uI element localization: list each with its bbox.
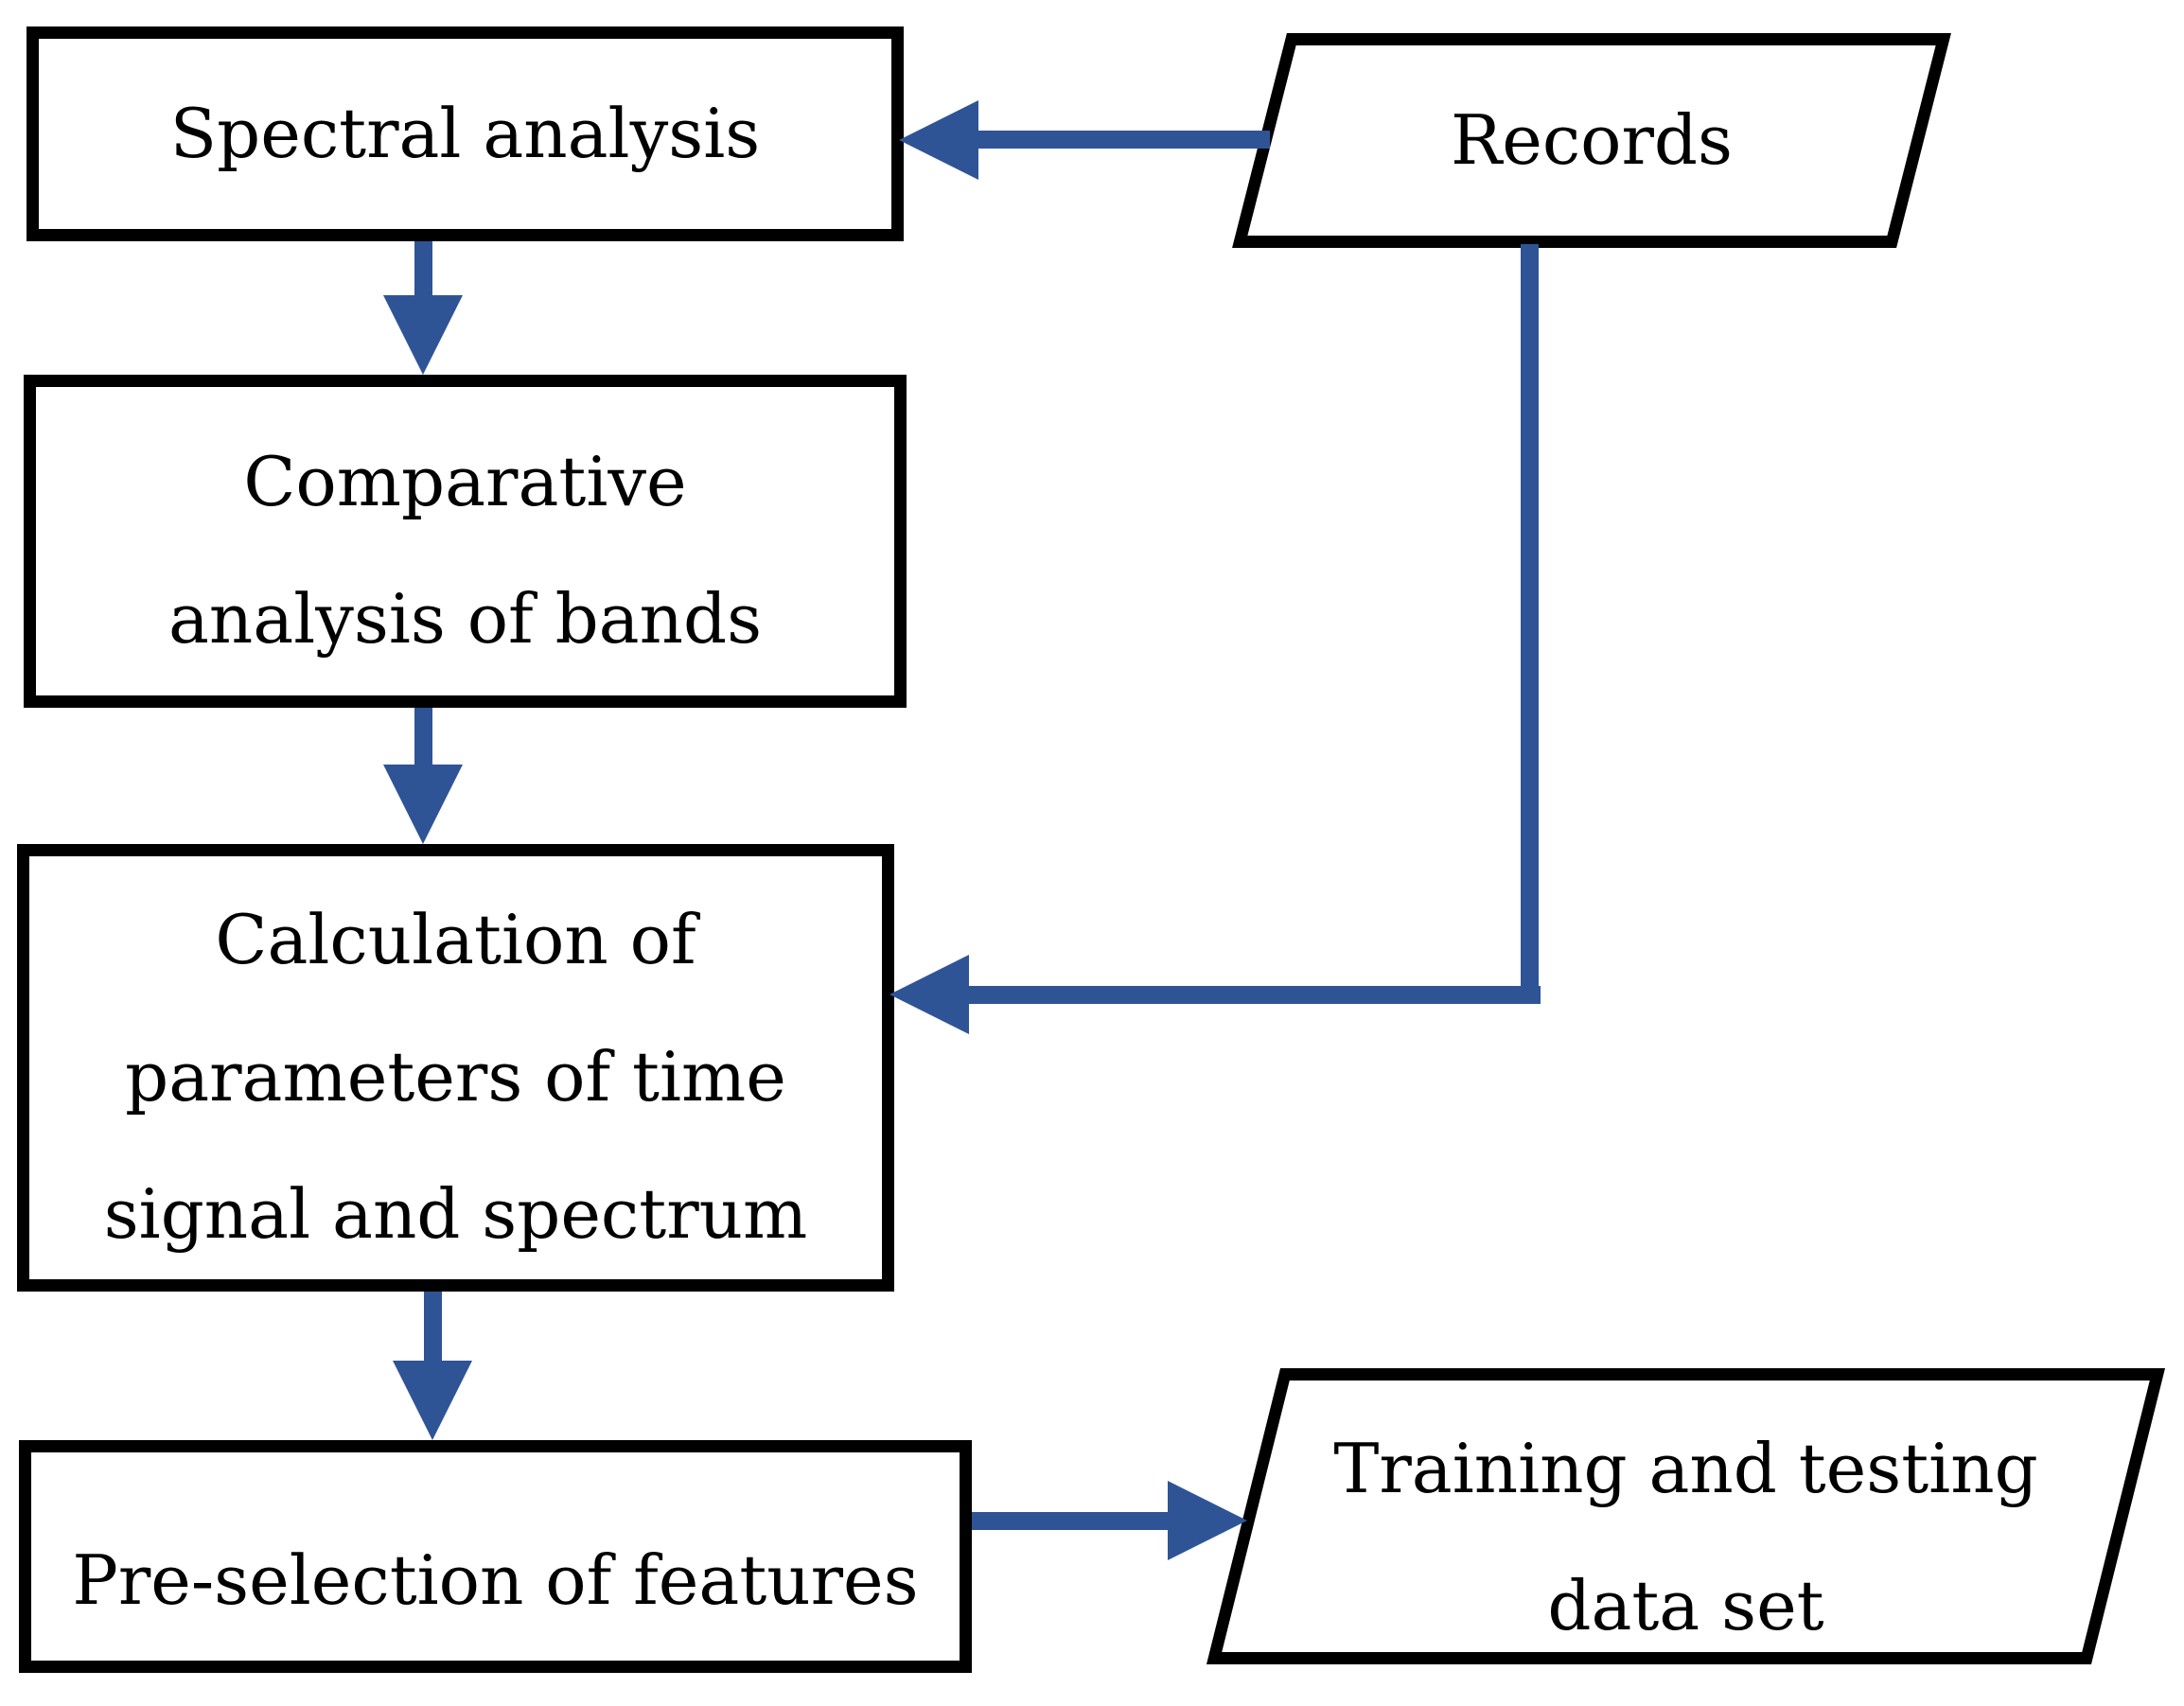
pre-selection-features-box: Pre-selection of features (19, 1440, 972, 1673)
training-testing-label-wrap: Training and testing data set (1243, 1368, 2128, 1664)
arrow-shaft-vertical (1521, 244, 1539, 1004)
arrow-shaft (414, 708, 432, 769)
comparative-analysis-box: Comparative analysis of bands (24, 375, 907, 708)
arrow-head-right-icon (1168, 1481, 1247, 1560)
arrow-shaft (424, 1292, 442, 1365)
arrow-head-down-icon (383, 295, 463, 375)
training-testing-label-line1: Training and testing (1333, 1429, 2038, 1508)
arrow-head-left-icon (889, 955, 969, 1034)
training-testing-label-line2: data set (1547, 1566, 1824, 1645)
spectral-analysis-box: Spectral analysis (26, 26, 904, 241)
pre-selection-features-label: Pre-selection of features (72, 1539, 919, 1620)
arrow-head-down-icon (393, 1361, 472, 1440)
arrow-shaft-horizontal (963, 986, 1541, 1004)
comparative-analysis-label-line2: analysis of bands (167, 579, 763, 659)
arrow-head-left-icon (899, 100, 978, 180)
calculation-label-line3: signal and spectrum (103, 1174, 808, 1254)
records-label: Records (1451, 100, 1733, 180)
calculation-label-line1: Calculation of (215, 900, 696, 979)
records-label-wrap: Records (1259, 33, 1924, 248)
arrow-shaft (972, 1512, 1172, 1530)
comparative-analysis-label-line1: Comparative (243, 442, 687, 521)
spectral-analysis-label: Spectral analysis (169, 94, 761, 173)
calculation-label-line2: parameters of time (125, 1037, 786, 1117)
arrow-head-down-icon (383, 765, 463, 844)
arrow-shaft (414, 241, 432, 300)
arrow-shaft (975, 131, 1270, 149)
calculation-parameters-box: Calculation of parameters of time signal… (17, 844, 894, 1292)
